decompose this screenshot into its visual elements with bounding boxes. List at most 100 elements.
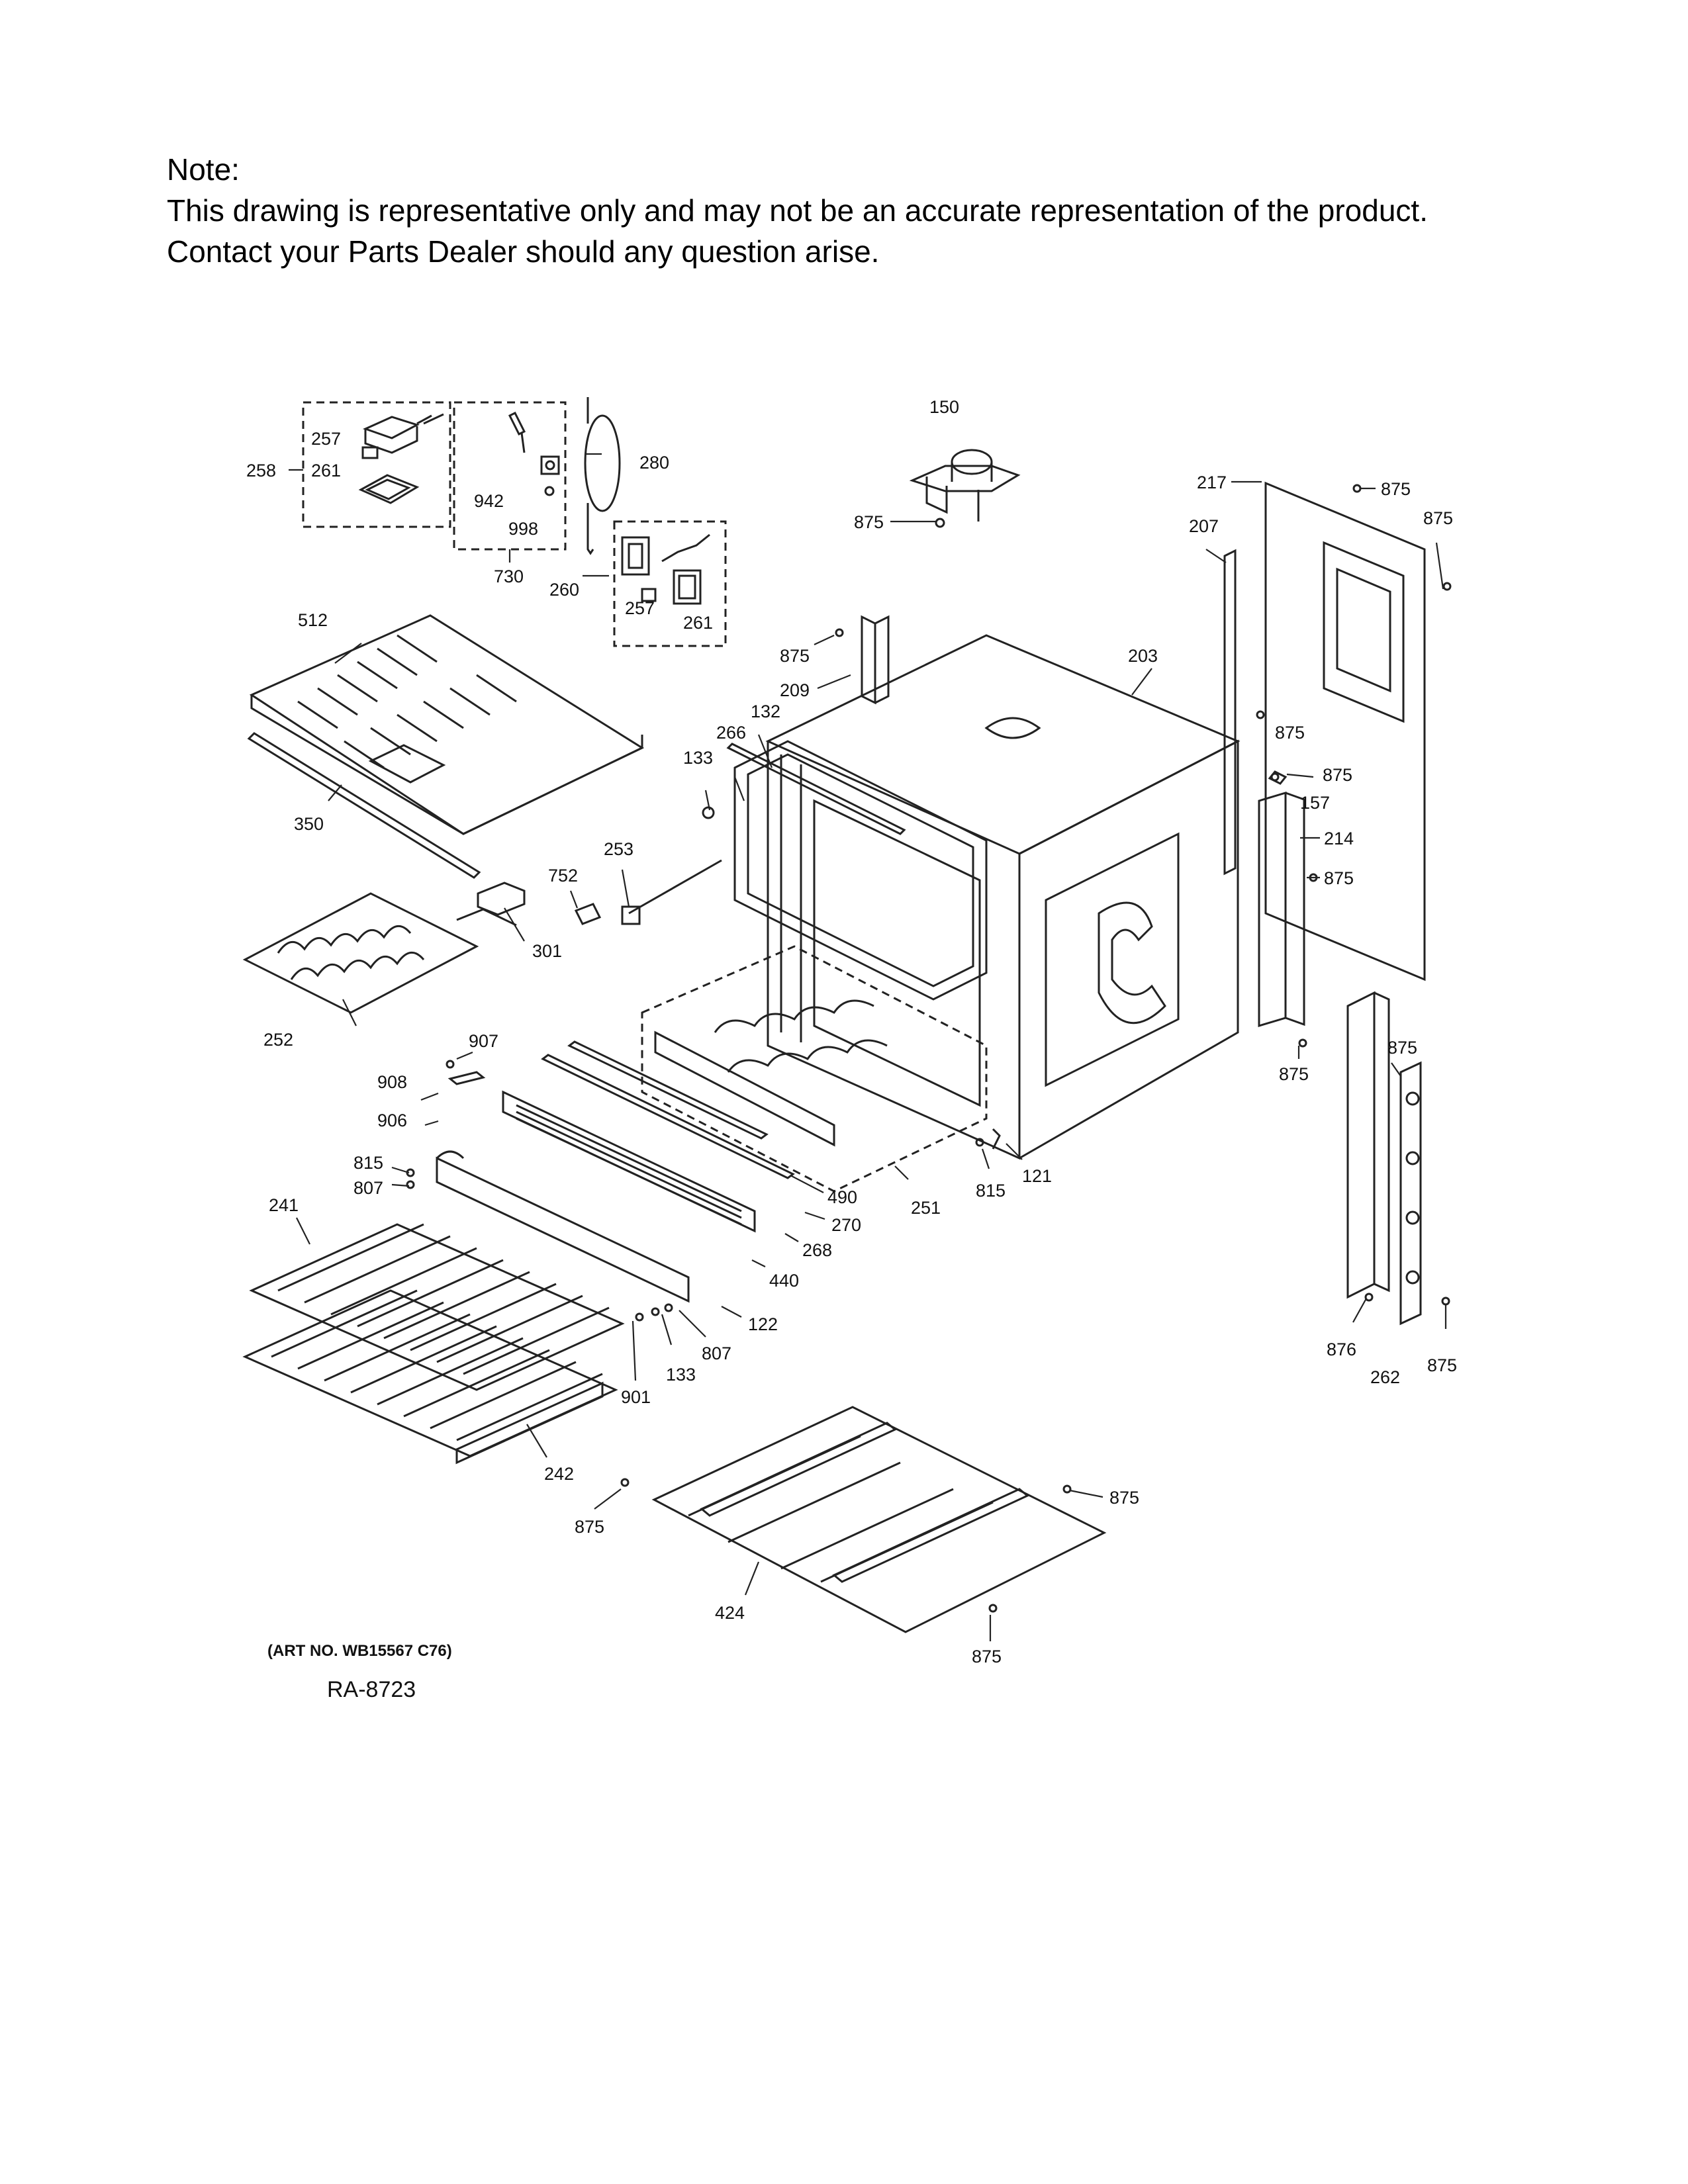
part-260-switch xyxy=(621,533,710,605)
part-132-gasket xyxy=(733,740,988,1001)
part-280-probe xyxy=(584,397,621,555)
part-203-oven-cavity xyxy=(765,634,1241,1160)
part-424-bottom-tray xyxy=(651,1406,1107,1633)
part-350-strip xyxy=(247,732,481,879)
callout-876: 876 xyxy=(1327,1340,1356,1359)
kit-box-730 xyxy=(453,401,567,551)
part-490-strip xyxy=(567,1040,769,1140)
callout-253: 253 xyxy=(604,839,633,859)
callout-906: 906 xyxy=(377,1111,407,1130)
callout-875: 875 xyxy=(1423,508,1453,528)
callout-807: 807 xyxy=(702,1343,731,1363)
callout-251: 251 xyxy=(911,1198,941,1218)
note-line-1: This drawing is representative only and … xyxy=(167,193,1428,228)
part-730-sensor xyxy=(508,411,560,496)
part-257-relay xyxy=(361,413,444,459)
callout-942: 942 xyxy=(474,491,504,511)
callout-121: 121 xyxy=(1022,1166,1052,1186)
callout-262: 262 xyxy=(1370,1367,1400,1387)
callout-133: 133 xyxy=(683,748,713,768)
callout-875: 875 xyxy=(780,646,810,666)
callout-261: 261 xyxy=(311,461,341,480)
callout-214: 214 xyxy=(1324,829,1354,848)
hardware-parts xyxy=(406,484,1452,1613)
callout-752: 752 xyxy=(548,866,578,886)
callout-875: 875 xyxy=(972,1647,1002,1666)
callout-907: 907 xyxy=(469,1031,498,1051)
callout-261: 261 xyxy=(683,613,713,633)
part-122-trim xyxy=(436,1150,690,1303)
part-440-grille xyxy=(502,1090,756,1233)
part-262-trim xyxy=(1346,991,1422,1326)
callout-133: 133 xyxy=(666,1365,696,1385)
kit-box-260 xyxy=(613,520,727,647)
part-261-plate xyxy=(358,474,420,504)
callout-875: 875 xyxy=(1381,479,1411,499)
part-251-bake-element xyxy=(641,945,988,1193)
callout-998: 998 xyxy=(508,519,538,539)
part-908-clip xyxy=(447,1071,486,1085)
part-252-broil-element xyxy=(242,892,517,1014)
callout-875: 875 xyxy=(1387,1038,1417,1058)
callout-150: 150 xyxy=(929,397,959,417)
note-heading: Note: xyxy=(167,152,240,187)
callout-203: 203 xyxy=(1128,646,1158,666)
callout-257: 257 xyxy=(625,598,655,618)
part-301-bracket xyxy=(477,882,526,916)
part-217-back-panel xyxy=(1264,481,1426,981)
callout-258: 258 xyxy=(246,461,276,480)
part-512-top-panel xyxy=(249,614,645,835)
callout-875: 875 xyxy=(575,1517,604,1537)
callout-424: 424 xyxy=(715,1603,745,1623)
part-209-bracket xyxy=(861,615,890,705)
callout-815: 815 xyxy=(976,1181,1006,1201)
callout-252: 252 xyxy=(263,1030,293,1050)
callout-901: 901 xyxy=(621,1387,651,1407)
kit-box-258 xyxy=(302,401,451,528)
callout-807: 807 xyxy=(353,1178,383,1198)
part-214-duct xyxy=(1258,791,1305,1028)
note-line-2: Contact your Parts Dealer should any que… xyxy=(167,234,880,269)
callout-207: 207 xyxy=(1189,516,1219,536)
callout-908: 908 xyxy=(377,1072,407,1092)
part-270-strip xyxy=(541,1054,795,1179)
callout-266: 266 xyxy=(716,723,746,743)
callout-241: 241 xyxy=(269,1195,299,1215)
art-number: (ART NO. WB15567 C76) xyxy=(267,1642,452,1660)
callout-815: 815 xyxy=(353,1153,383,1173)
callout-512: 512 xyxy=(298,610,328,630)
callout-350: 350 xyxy=(294,814,324,834)
part-752-sensor xyxy=(574,903,602,925)
callout-157: 157 xyxy=(1300,793,1330,813)
callout-257: 257 xyxy=(311,429,341,449)
part-253-terminal xyxy=(621,859,722,925)
part-242-extension-rack xyxy=(242,1289,618,1465)
part-266-strip xyxy=(726,743,906,835)
callout-209: 209 xyxy=(780,680,810,700)
callout-280: 280 xyxy=(639,453,669,473)
callout-268: 268 xyxy=(802,1240,832,1260)
callout-875: 875 xyxy=(1279,1064,1309,1084)
callout-122: 122 xyxy=(748,1314,778,1334)
callout-490: 490 xyxy=(827,1187,857,1207)
callout-875: 875 xyxy=(1275,723,1305,743)
callout-875: 875 xyxy=(1427,1355,1457,1375)
callout-260: 260 xyxy=(549,580,579,600)
callout-labels: 150 875 217 875 875 207 203 875 209 875 … xyxy=(246,397,1457,1666)
reference-code: RA-8723 xyxy=(327,1677,416,1702)
callout-440: 440 xyxy=(769,1271,799,1291)
callout-875: 875 xyxy=(1323,765,1352,785)
callout-730: 730 xyxy=(494,567,524,586)
callout-875: 875 xyxy=(1109,1488,1139,1508)
part-150-motor xyxy=(909,449,1021,522)
callout-270: 270 xyxy=(831,1215,861,1235)
callout-875: 875 xyxy=(854,512,884,532)
callout-242: 242 xyxy=(544,1464,574,1484)
callout-301: 301 xyxy=(532,941,562,961)
disclaimer-note: Note: This drawing is representative onl… xyxy=(167,149,1623,272)
callout-217: 217 xyxy=(1197,473,1227,492)
part-241-rack xyxy=(249,1223,625,1391)
callout-875: 875 xyxy=(1324,868,1354,888)
part-133-screw xyxy=(702,806,715,819)
